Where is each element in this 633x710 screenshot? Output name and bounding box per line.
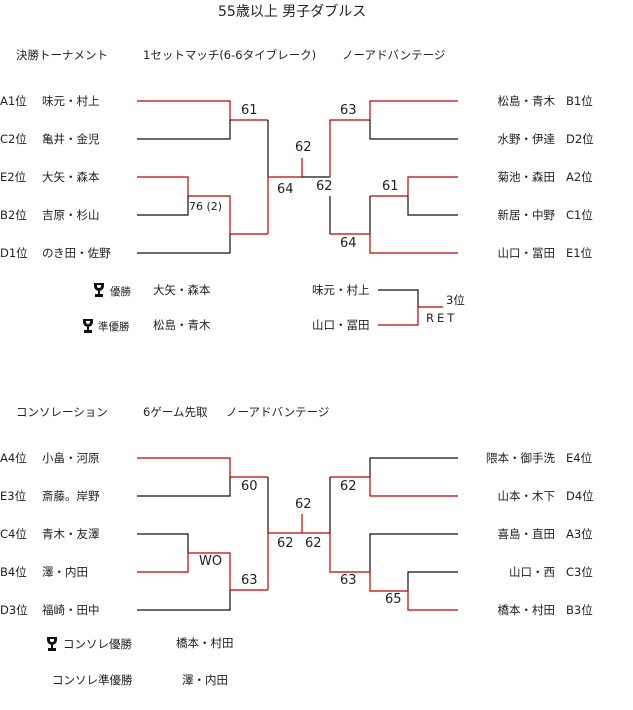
winner-name: 大矢・森本	[153, 283, 211, 297]
seed: E1位	[566, 246, 593, 260]
seed: B2位	[0, 208, 27, 222]
team-name: 吉原・杉山	[42, 208, 100, 222]
score: 63	[340, 103, 357, 118]
seed: D2位	[566, 132, 594, 146]
seed: B1位	[566, 94, 593, 108]
score: 64	[277, 182, 294, 197]
seed: A4位	[0, 451, 27, 465]
team-name: 松島・青木	[497, 94, 556, 108]
runner-up-label: 準優勝	[98, 321, 130, 333]
seed: E4位	[566, 451, 593, 465]
seed: B4位	[0, 565, 27, 579]
seed: C1位	[566, 208, 593, 222]
seed: E2位	[0, 170, 27, 184]
seed: D3位	[0, 603, 28, 617]
team-name: 青木・友澤	[42, 527, 100, 541]
team-name: 澤・内田	[42, 565, 88, 579]
team-name: 斎藤。岸野	[42, 489, 100, 503]
score: 60	[241, 479, 258, 494]
score: 62	[305, 536, 322, 551]
third-place-team: 味元・村上	[312, 283, 370, 297]
team-name: 味元・村上	[42, 94, 100, 108]
team-name: 菊池・森田	[497, 170, 556, 184]
runner-up-name: 松島・青木	[153, 318, 211, 332]
seed: A2位	[566, 170, 593, 184]
score: WO	[199, 554, 223, 569]
team-name: 山口・西	[509, 565, 555, 579]
team-name: のき田・佐野	[42, 246, 111, 260]
team-name: 小畠・河原	[42, 451, 100, 465]
main-format: 1セットマッチ(6-6タイブレーク)	[143, 48, 317, 62]
team-name: 福崎・田中	[42, 603, 100, 617]
score: 76 (2)	[189, 200, 223, 213]
score: 62	[340, 479, 357, 494]
trophy-icon	[94, 283, 104, 297]
seed: B3位	[566, 603, 593, 617]
page-title: 55歳以上 男子ダブルス	[218, 4, 367, 20]
seed: A3位	[566, 527, 593, 541]
score: 65	[385, 592, 402, 607]
score: 63	[340, 573, 357, 588]
score: 61	[241, 103, 258, 118]
team-name: 水野・伊達	[497, 132, 556, 146]
score: 63	[241, 573, 258, 588]
third-place-label: 3位	[446, 293, 465, 307]
seed: C3位	[566, 565, 593, 579]
winner-label: 優勝	[110, 286, 131, 298]
consolation-runner-up-label: コンソレ準優勝	[52, 673, 133, 687]
trophy-icon	[83, 319, 93, 333]
consolation-runner-up-name: 澤・内田	[182, 673, 228, 687]
final-score: 62	[295, 497, 312, 512]
seed: C2位	[0, 132, 27, 146]
main-rule: ノーアドバンテージ	[342, 48, 446, 62]
consolation-heading: コンソレーション	[16, 405, 108, 419]
consolation-format: 6ゲーム先取	[143, 405, 208, 419]
seed: A1位	[0, 94, 27, 108]
score: 62	[277, 536, 294, 551]
final-score: 62	[295, 140, 312, 155]
seed: E3位	[0, 489, 27, 503]
seed: C4位	[0, 527, 27, 541]
third-place-team: 山口・冨田	[312, 318, 370, 332]
main-heading: 決勝トーナメント	[16, 48, 108, 62]
score: 61	[382, 179, 399, 194]
consolation-rule: ノーアドバンテージ	[226, 405, 330, 419]
team-name: 亀井・金児	[42, 132, 100, 146]
team-name: 山本・木下	[497, 489, 556, 503]
trophy-icon	[47, 637, 57, 651]
seed: D1位	[0, 246, 28, 260]
team-name: 喜島・直田	[497, 527, 556, 541]
team-name: 橋本・村田	[497, 603, 556, 617]
seed: D4位	[566, 489, 594, 503]
consolation-winner-label: コンソレ優勝	[63, 637, 132, 651]
consolation-winner-name: 橋本・村田	[176, 636, 234, 650]
third-place-result: RET	[426, 311, 458, 325]
team-name: 山口・冨田	[497, 246, 556, 260]
score: 64	[340, 236, 357, 251]
team-name: 新居・中野	[497, 208, 556, 222]
score: 62	[316, 179, 333, 194]
team-name: 隈本・御手洗	[486, 451, 555, 465]
team-name: 大矢・森本	[42, 170, 100, 184]
